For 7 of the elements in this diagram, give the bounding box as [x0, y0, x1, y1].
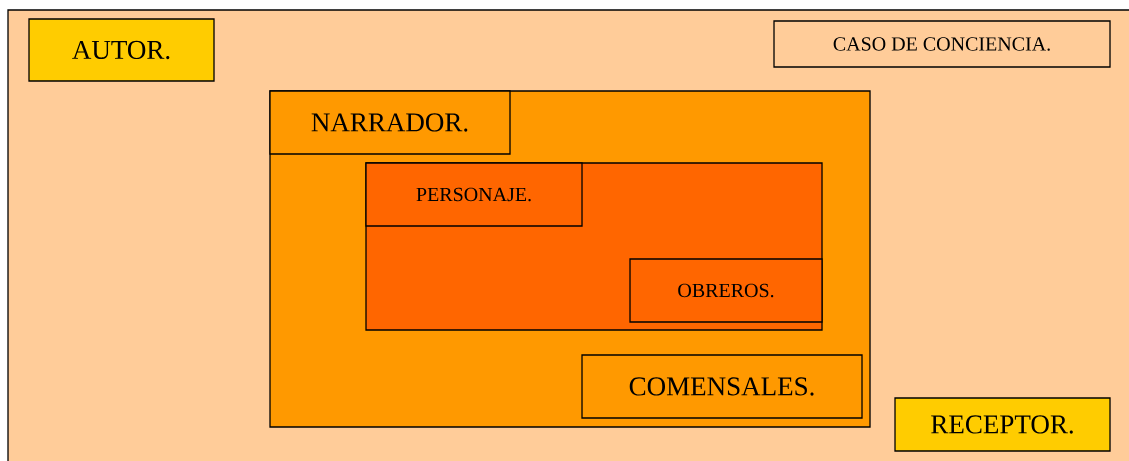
label-box: AUTOR.	[28, 18, 215, 82]
label-box: OBREROS.	[629, 258, 823, 323]
label-box: CASO DE CONCIENCIA.	[773, 20, 1111, 68]
label-box: RECEPTOR.	[894, 397, 1111, 452]
label-box: COMENSALES.	[581, 354, 863, 419]
label-box: PERSONAJE.	[365, 162, 583, 227]
label-box: NARRADOR.	[269, 90, 511, 155]
